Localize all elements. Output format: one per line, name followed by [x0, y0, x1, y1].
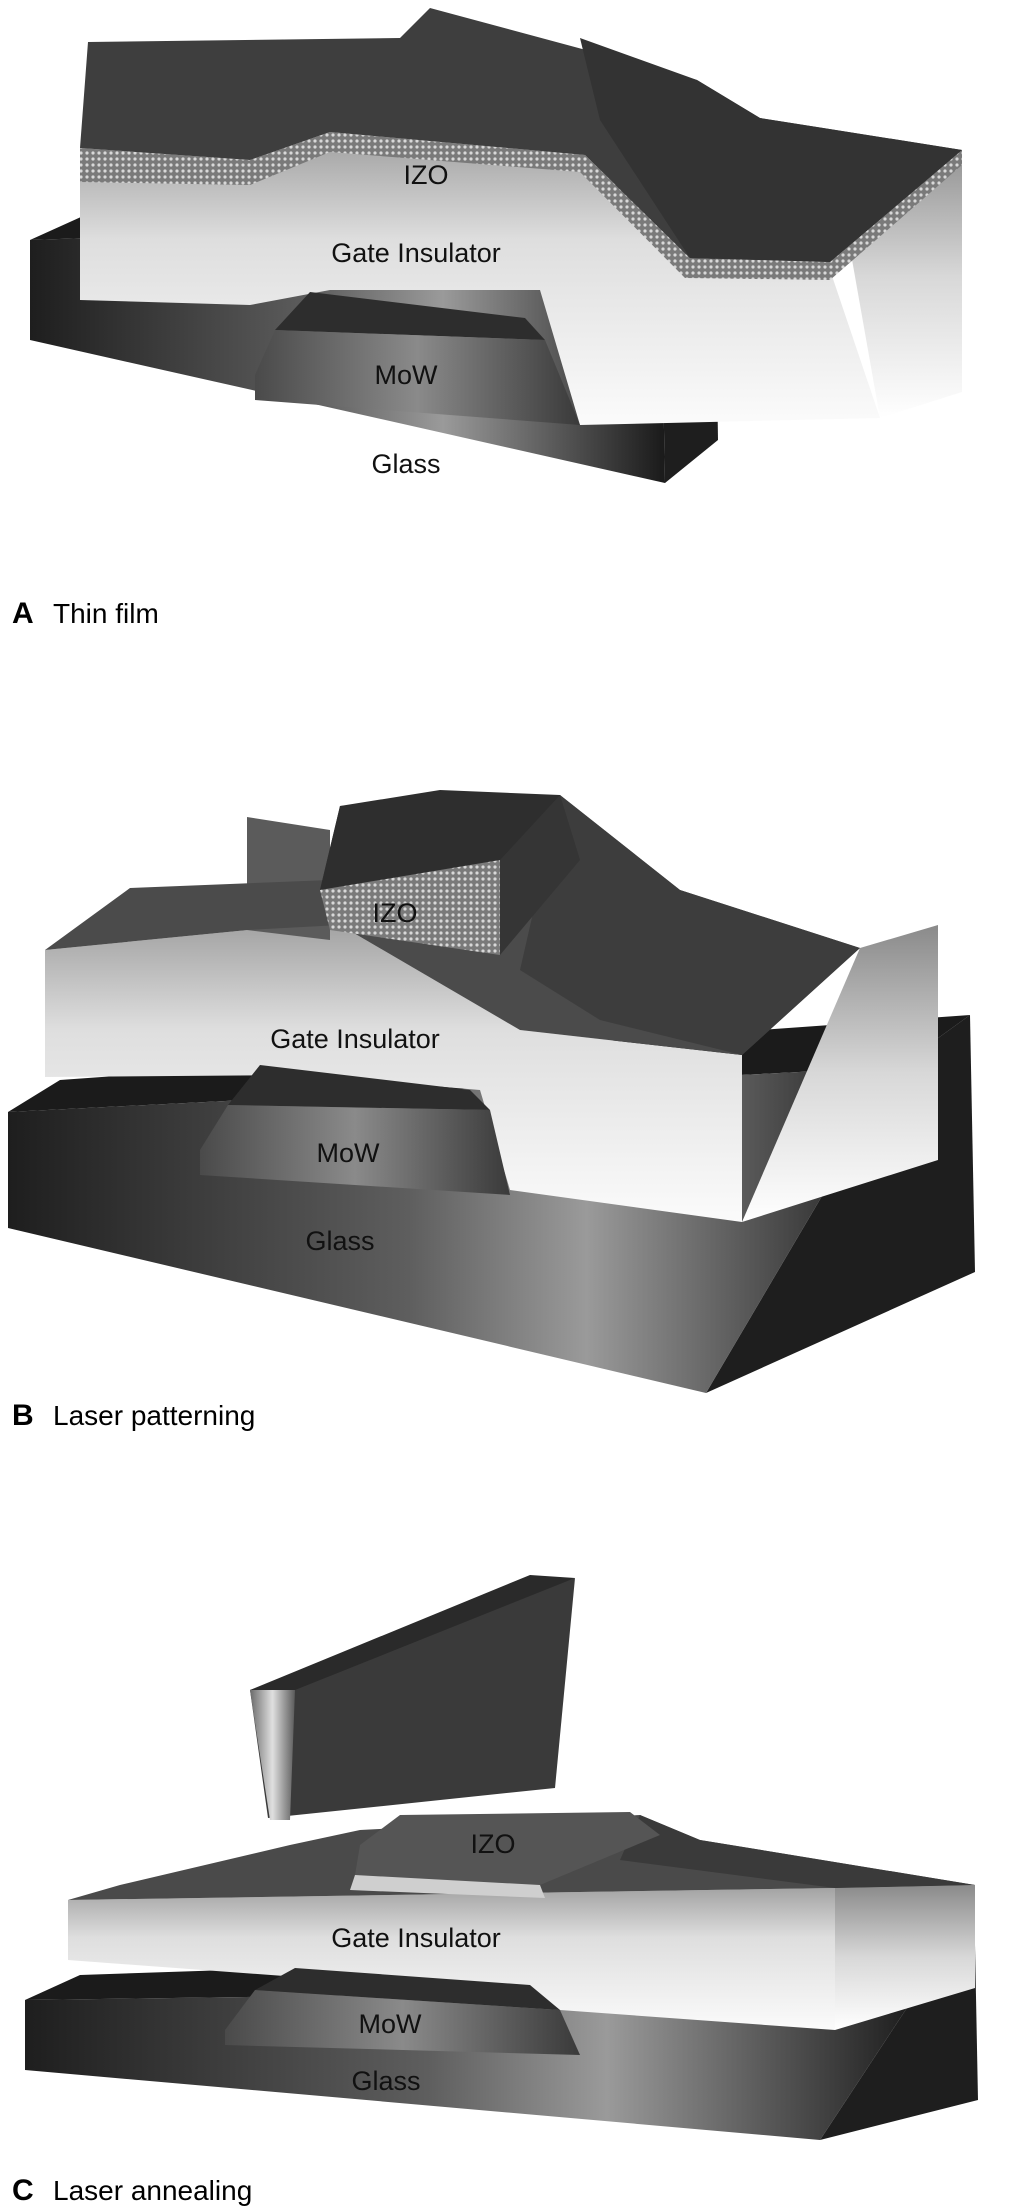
panel-c: IZO Gate Insulator MoW Glass C Laser ann…: [12, 1575, 978, 2207]
panel-c-caption: Laser annealing: [53, 2175, 252, 2206]
top-surface-shade: [620, 1815, 975, 1888]
panel-c-letter: C: [12, 2174, 34, 2207]
mow-front: [200, 1105, 510, 1195]
mow-top: [275, 292, 545, 340]
laser-beam-front: [250, 1690, 295, 1820]
mow-top: [228, 1065, 490, 1110]
glass-label: Glass: [371, 449, 440, 479]
gate-insulator-right-side: [742, 925, 938, 1222]
izo-label: IZO: [471, 1829, 516, 1859]
izo-pad-front: [350, 1875, 545, 1898]
panel-b-letter: B: [12, 1399, 34, 1432]
laser-beam-top: [250, 1575, 575, 1690]
izo-layer: [80, 132, 962, 280]
top-surface-shade: [520, 795, 860, 1055]
izo-label: IZO: [404, 160, 449, 190]
gate-insulator-label: Gate Insulator: [331, 1923, 501, 1953]
top-surface-shade: [580, 38, 962, 262]
glass-label: Glass: [305, 1226, 374, 1256]
panel-a: IZO Gate Insulator MoW Glass A Thin film: [12, 8, 962, 630]
panel-a-caption: Thin film: [53, 598, 159, 629]
mow-top: [255, 1968, 560, 2010]
glass-label: Glass: [351, 2066, 420, 2096]
panel-a-letter: A: [12, 597, 34, 630]
izo-pad-top: [355, 1812, 660, 1885]
izo-label: IZO: [373, 898, 418, 928]
gate-insulator-label: Gate Insulator: [331, 238, 501, 268]
mow-front: [255, 330, 580, 425]
panel-b-caption: Laser patterning: [53, 1400, 255, 1431]
mow-label: MoW: [359, 2009, 423, 2039]
gate-insulator-front: [45, 925, 742, 1222]
panel-b: IZO Gate Insulator MoW Glass B Laser pat…: [8, 790, 975, 1432]
mow-label: MoW: [317, 1138, 381, 1168]
mow-label: MoW: [375, 360, 439, 390]
gate-insulator-front: [68, 1888, 835, 2030]
mow-front: [225, 1990, 580, 2055]
gate-insulator-right-side: [835, 1885, 975, 2030]
gate-insulator-label: Gate Insulator: [270, 1024, 440, 1054]
izo-island-front: [320, 860, 500, 955]
izo-island-top: [320, 790, 560, 890]
laser-beam-side: [250, 1578, 575, 1818]
gate-insulator-front: [80, 140, 880, 425]
